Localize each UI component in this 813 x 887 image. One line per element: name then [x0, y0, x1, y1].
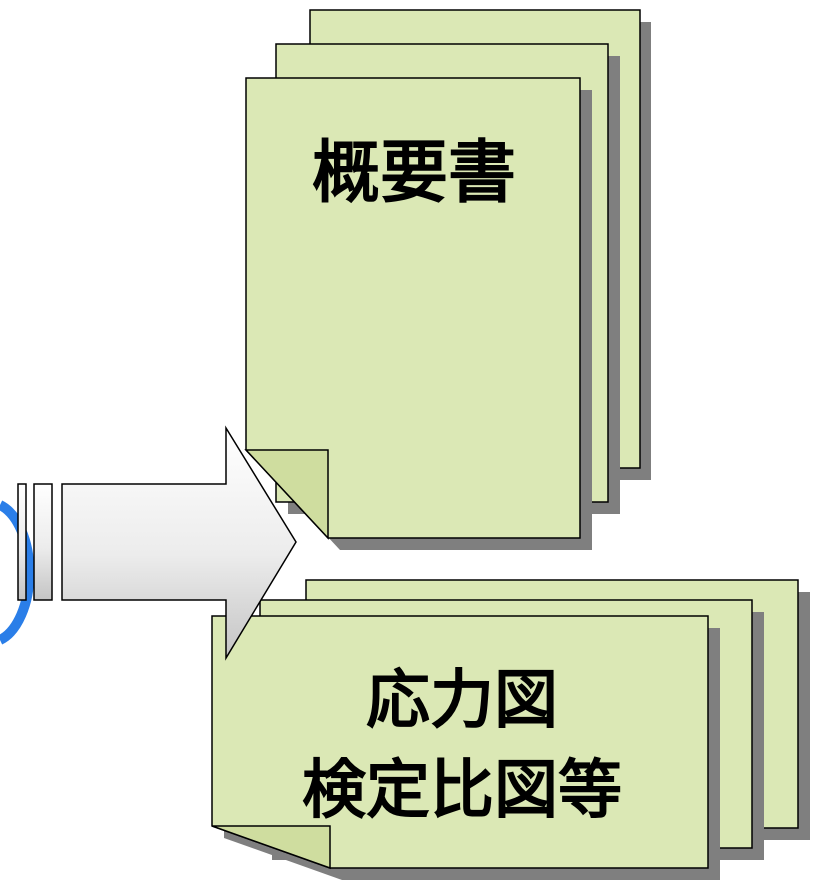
stress-document-stack: 応力図 検定比図等 [211, 579, 810, 880]
stress-label-line2: 検定比図等 [302, 754, 622, 828]
summary-label: 概要書 [312, 134, 516, 213]
stress-folded-corner [211, 825, 331, 870]
arrow-body [61, 425, 297, 661]
stress-page-front [211, 615, 709, 869]
summary-page-front [245, 77, 581, 539]
blue-circle-edge [0, 500, 35, 645]
arrow-stripe-1 [17, 483, 27, 601]
flow-arrow [17, 425, 297, 661]
summary-folded-corner [244, 449, 329, 540]
summary-document-stack: 概要書 [244, 9, 651, 550]
stress-label-line1: 応力図 [366, 664, 558, 738]
arrow-stripe-2 [33, 483, 53, 601]
